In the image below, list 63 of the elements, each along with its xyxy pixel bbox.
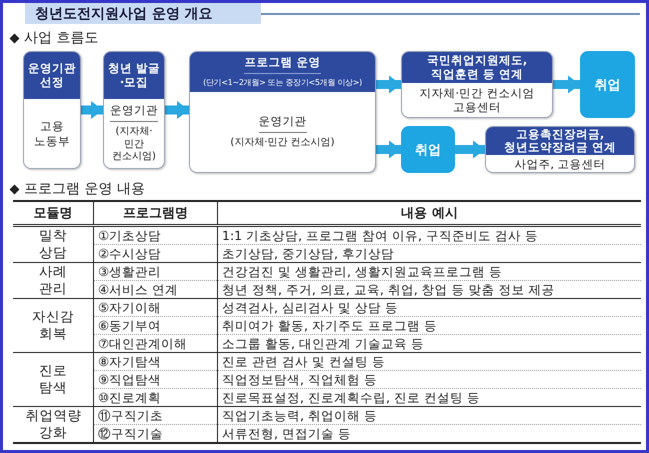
content-example: 진로 관련 검사 및 컨설팅 등 [222, 354, 385, 369]
box-subheading: (단기<1~2개월> 또는 중장기<5개월 이상>) [203, 76, 362, 88]
module-name: 사례 관리 [38, 264, 68, 298]
column-header: 모듈명 [34, 206, 72, 221]
program-name: ⑧자기탐색 [98, 354, 162, 369]
content-example: 청년 정책, 주거, 의료, 교육, 취업, 창업 등 맞춤 정보 제공 [222, 282, 555, 297]
box-text: 지자체·민간 컨소시엄 고용센터 [418, 86, 536, 114]
section-heading: 사업 흐름도 [24, 29, 98, 47]
program-name: ⑫구직기술 [98, 426, 163, 441]
content-example: 성격검사, 심리검사 및 상담 등 [222, 300, 398, 315]
program-name: ⑩진로계획 [98, 390, 162, 405]
content-example: 소그룹 활동, 대인관계 기술교육 등 [222, 336, 424, 351]
box-heading: 청년 발굴·모집 [107, 62, 161, 89]
content-example: 진로목표설정, 진로계획수립, 진로 컨설팅 등 [222, 390, 480, 405]
box-text: 취업 [415, 142, 441, 158]
process-box [485, 126, 635, 173]
program-name: ④서비스 연계 [98, 282, 178, 297]
block-arrow [376, 140, 401, 158]
content-example: 취미여가 활동, 자기주도 프로그램 등 [222, 318, 437, 333]
program-name: ③생활관리 [98, 264, 162, 279]
box-text: 운영기관 [258, 114, 306, 134]
content-example: 1:1 기초상담, 프로그램 참여 이유, 구직준비도 검사 등 [222, 228, 538, 243]
program-name: ②수시상담 [98, 246, 162, 261]
block-arrow [553, 76, 580, 94]
box-text: (지자체·민간 컨소시엄) [111, 126, 157, 164]
process-box [401, 51, 553, 118]
program-name: ⑤자기이해 [98, 300, 162, 315]
section-heading: 프로그램 운영 내용 [24, 180, 145, 198]
program-name: ⑥동기부여 [98, 318, 162, 333]
box-heading: 프로그램 운영 [244, 56, 320, 74]
program-name: ⑪구직기초 [98, 408, 163, 423]
title: 청년도전지원사업 운영 개요 [35, 4, 213, 22]
block-arrow [165, 101, 189, 119]
box-heading: 국민취업지원제도, 직업훈련 등 연계 [426, 54, 528, 81]
block-arrow [376, 76, 401, 94]
box-text: 운영기관 [110, 103, 158, 122]
column-header: 프로그램명 [123, 206, 188, 221]
content-example: 건강검진 및 생활관리, 생활지원교육프로그램 등 [222, 264, 502, 279]
box-heading: 운영기관 선정 [27, 62, 77, 89]
outcome-box [580, 51, 635, 118]
process-box [103, 51, 165, 169]
content-example: 직업기초능력, 취업이해 등 [222, 408, 377, 423]
process-box [23, 51, 81, 169]
block-arrow [81, 101, 103, 119]
box-text: 사업주, 고용센터 [514, 157, 606, 172]
module-name: 밀착 상담 [38, 228, 68, 262]
content-example: 직업정보탐색, 직업체험 등 [222, 372, 377, 387]
column-header: 내용 예시 [401, 206, 458, 221]
module-name: 자신감 회복 [31, 308, 75, 342]
content-example: 초기상담, 중기상담, 후기상담 [222, 246, 394, 261]
program-name: ⑦대인관계이해 [98, 336, 188, 351]
box-text: (지자체·민간 컨소시엄) [230, 137, 335, 150]
program-name: ①기초상담 [98, 228, 162, 243]
content-example: 서류전형, 면접기술 등 [222, 426, 351, 441]
program-name: ⑨직업탐색 [98, 372, 162, 387]
module-name: 진로 탐색 [38, 362, 68, 396]
box-text: 고용 노동부 [33, 119, 71, 148]
outcome-box [401, 126, 455, 173]
block-arrow [455, 140, 485, 158]
process-box [189, 51, 376, 173]
box-text: 취업 [594, 76, 620, 94]
module-name: 취업역량 강화 [25, 408, 81, 442]
box-heading: 고용촉진장려금, 청년도약장려금 연계 [502, 128, 617, 154]
